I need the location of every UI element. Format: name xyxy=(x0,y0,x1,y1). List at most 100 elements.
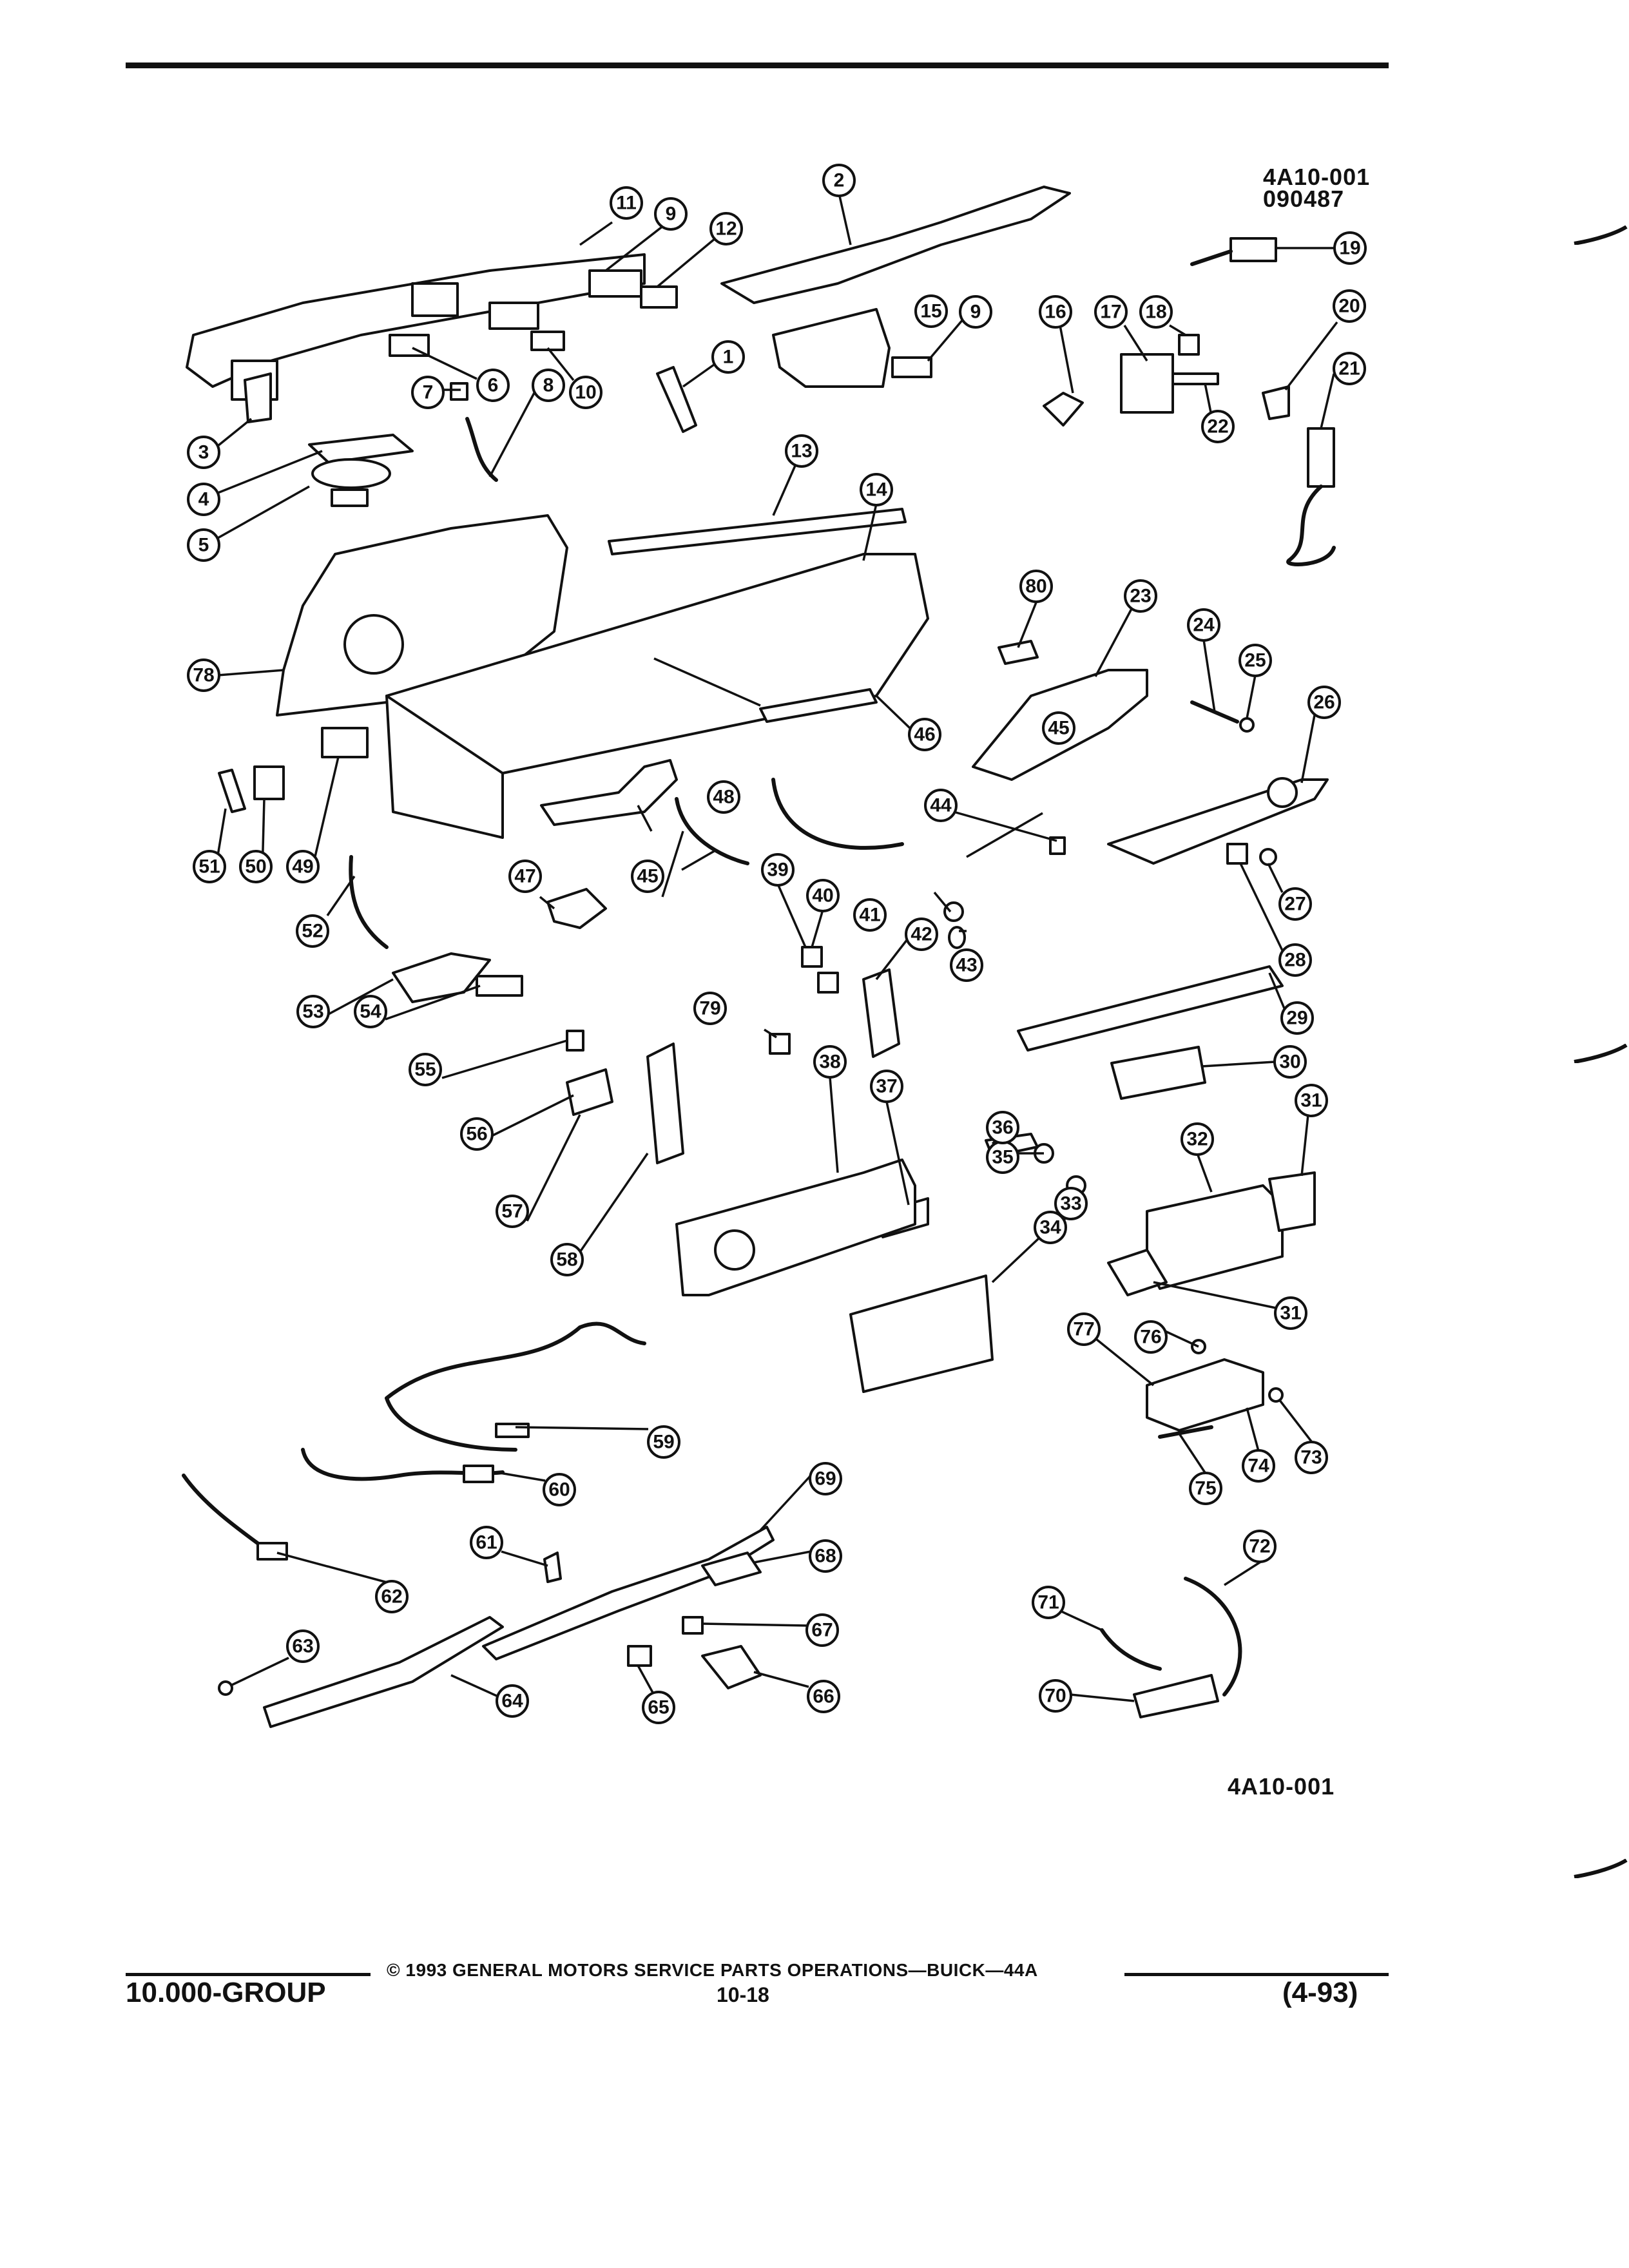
svg-text:5: 5 xyxy=(198,535,209,556)
callout-30: 30 xyxy=(1273,1045,1307,1079)
svg-text:16: 16 xyxy=(1045,302,1066,323)
svg-text:31: 31 xyxy=(1280,1303,1301,1324)
svg-text:41: 41 xyxy=(859,905,880,926)
svg-text:19: 19 xyxy=(1339,238,1360,259)
svg-text:26: 26 xyxy=(1313,692,1335,713)
callout-31: 31 xyxy=(1295,1084,1328,1117)
callout-75: 75 xyxy=(1189,1472,1222,1505)
svg-text:24: 24 xyxy=(1193,615,1215,636)
part-51-bracket xyxy=(218,769,246,813)
svg-text:38: 38 xyxy=(819,1052,840,1073)
svg-text:44: 44 xyxy=(930,795,952,816)
part-62-connector xyxy=(256,1542,288,1561)
svg-text:78: 78 xyxy=(193,665,214,686)
part-4-speaker-cover xyxy=(308,434,414,464)
svg-text:75: 75 xyxy=(1195,1478,1216,1499)
part-16-clip xyxy=(1043,392,1084,427)
svg-text:70: 70 xyxy=(1045,1686,1066,1707)
part-80-clip xyxy=(998,640,1039,665)
part-43-bulb xyxy=(943,901,964,922)
part-54-vent xyxy=(476,975,523,997)
svg-text:36: 36 xyxy=(992,1117,1013,1139)
callout-4: 4 xyxy=(187,483,220,516)
callout-74: 74 xyxy=(1242,1449,1275,1483)
svg-text:51: 51 xyxy=(198,856,220,878)
callout-64: 64 xyxy=(496,1684,529,1718)
svg-text:73: 73 xyxy=(1300,1447,1322,1468)
callout-37: 37 xyxy=(870,1070,903,1103)
part-45-hose-right xyxy=(771,778,904,850)
callout-38: 38 xyxy=(813,1045,847,1079)
part-52-hose xyxy=(349,855,389,949)
svg-text:80: 80 xyxy=(1025,576,1046,597)
svg-text:30: 30 xyxy=(1279,1052,1300,1073)
part-26-lock-hole xyxy=(1267,777,1298,808)
callout-68: 68 xyxy=(809,1539,842,1573)
part-13-defroster-grille xyxy=(608,508,907,555)
callout-66: 66 xyxy=(807,1680,840,1713)
callout-22: 22 xyxy=(1201,410,1235,443)
binder-mark-middle xyxy=(1574,1044,1628,1063)
callout-49: 49 xyxy=(286,850,320,883)
callout-29: 29 xyxy=(1280,1001,1314,1035)
part-70-control xyxy=(1133,1674,1219,1718)
part-25-fastener xyxy=(1239,717,1255,733)
callout-27: 27 xyxy=(1278,887,1312,921)
part-2-defroster-duct xyxy=(720,186,1071,304)
part-9-grille-c xyxy=(891,356,932,378)
callout-72: 72 xyxy=(1243,1530,1277,1563)
callout-36: 36 xyxy=(986,1111,1019,1144)
part-19-wire xyxy=(1190,249,1233,266)
svg-text:22: 22 xyxy=(1207,416,1228,437)
part-75-cable xyxy=(1158,1425,1213,1439)
part-58-switch-panel xyxy=(646,1043,684,1164)
svg-text:21: 21 xyxy=(1338,358,1360,380)
svg-text:25: 25 xyxy=(1244,650,1266,671)
svg-text:71: 71 xyxy=(1037,1592,1059,1613)
svg-text:15: 15 xyxy=(920,301,941,322)
callout-8: 8 xyxy=(532,369,565,402)
callout-50: 50 xyxy=(239,850,273,883)
svg-text:29: 29 xyxy=(1286,1008,1307,1029)
binder-mark-bottom xyxy=(1574,1859,1628,1878)
callout-54: 54 xyxy=(354,995,387,1028)
part-59-harness xyxy=(385,1321,646,1452)
callout-59: 59 xyxy=(647,1425,680,1459)
svg-text:43: 43 xyxy=(956,955,977,976)
svg-text:62: 62 xyxy=(381,1586,402,1608)
callout-69: 69 xyxy=(809,1462,842,1495)
callout-9b: 9 xyxy=(959,295,992,329)
svg-text:1: 1 xyxy=(723,347,734,368)
callout-7: 7 xyxy=(411,376,445,409)
callout-33: 33 xyxy=(1054,1187,1088,1220)
callout-9: 9 xyxy=(654,197,688,231)
top-rule xyxy=(126,62,1389,68)
callout-13: 13 xyxy=(785,434,818,468)
part-1-bracket xyxy=(656,366,697,433)
callout-43: 43 xyxy=(950,948,983,982)
part-73-knob xyxy=(1268,1387,1284,1403)
svg-text:45: 45 xyxy=(637,866,658,887)
copyright-symbol: © xyxy=(387,1960,401,1980)
callout-71: 71 xyxy=(1032,1586,1065,1619)
svg-text:4: 4 xyxy=(198,489,209,510)
part-67-switch xyxy=(682,1616,704,1635)
part-77-heater-control xyxy=(1146,1358,1264,1432)
footer-revision: (4-93) xyxy=(1282,1977,1358,2008)
callout-73: 73 xyxy=(1295,1441,1328,1474)
part-27-lock xyxy=(1259,848,1277,866)
callout-61: 61 xyxy=(470,1526,503,1559)
callout-55: 55 xyxy=(409,1053,442,1086)
part-64-console xyxy=(263,1616,504,1728)
svg-text:66: 66 xyxy=(813,1686,834,1707)
figure-date-code: 090487 xyxy=(1263,186,1345,212)
svg-text:35: 35 xyxy=(992,1147,1013,1168)
svg-text:49: 49 xyxy=(292,856,313,878)
part-40-switch xyxy=(817,972,839,994)
svg-text:64: 64 xyxy=(501,1691,523,1712)
part-79-switch xyxy=(769,1033,791,1055)
svg-text:28: 28 xyxy=(1284,950,1306,971)
part-21-switch xyxy=(1307,427,1335,488)
callout-17: 17 xyxy=(1094,295,1128,329)
